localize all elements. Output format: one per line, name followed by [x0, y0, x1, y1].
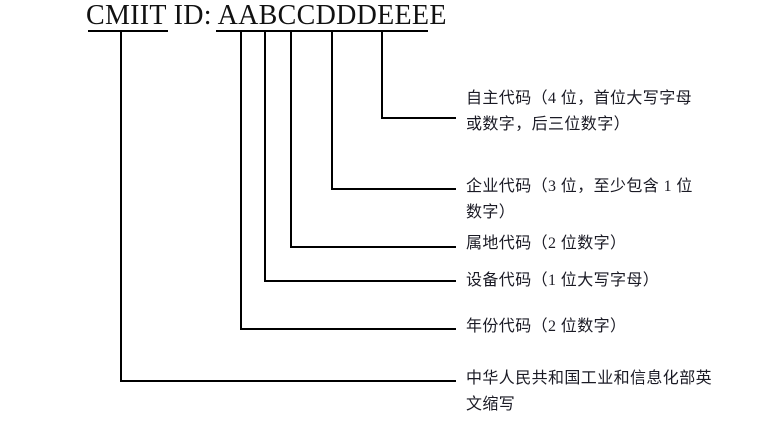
- label-cmiit-abbreviation: 中华人民共和国工业和信息化部英文缩写: [466, 370, 713, 413]
- label-region-code: 属地代码（2 位数字）: [466, 235, 627, 252]
- label-autonomous-code: 自主代码（4 位，首位大写字母或数字，后三位数字）: [466, 90, 693, 133]
- leader-line-year: [240, 31, 456, 330]
- leader-line-region: [290, 31, 456, 248]
- page-title: CMIIT ID: AABCCDDDEEEE: [86, 0, 447, 31]
- leader-line-enterprise: [331, 31, 456, 190]
- leader-line-cmiit: [120, 31, 456, 382]
- label-enterprise-code: 企业代码（3 位，至少包含 1 位数字）: [466, 178, 693, 221]
- label-year-code: 年份代码（2 位数字）: [466, 318, 627, 335]
- label-device-code: 设备代码（1 位大写字母）: [466, 272, 660, 289]
- leader-line-autonomous: [381, 31, 456, 119]
- leader-line-device: [264, 31, 456, 282]
